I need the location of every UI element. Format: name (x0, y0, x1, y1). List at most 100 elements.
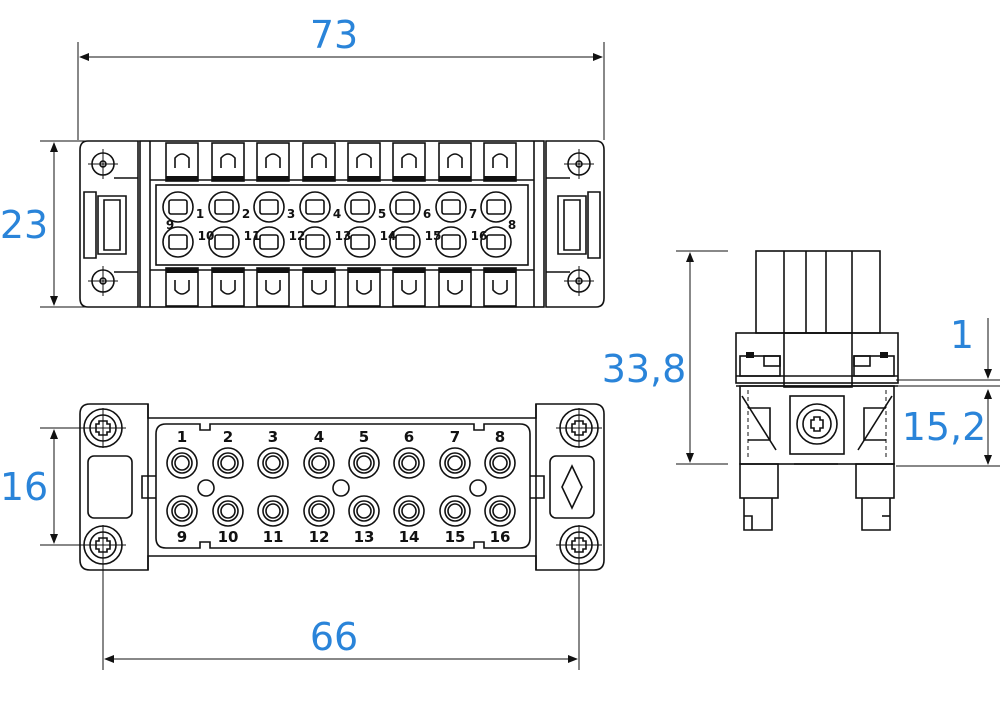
front-contact-8 (484, 447, 516, 479)
front-pin-label: 10 (218, 528, 239, 546)
top-pin-label: 5 (378, 207, 386, 221)
top-contact-15 (435, 226, 467, 258)
terminal-bottom-8 (483, 267, 517, 307)
terminal-top-3 (256, 142, 290, 182)
top-screw-bl (88, 266, 118, 296)
top-pin-label: 8 (508, 218, 516, 232)
top-pin-label: 13 (335, 229, 352, 243)
front-pin-label: 4 (314, 428, 324, 446)
side-screw (796, 403, 838, 445)
terminal-top-1 (165, 142, 199, 182)
top-contact-3 (253, 191, 285, 223)
top-contact-13 (344, 226, 376, 258)
front-pin-label: 9 (177, 528, 187, 546)
dim-side-height: 33,8 (602, 347, 687, 391)
top-pin-label: 15 (425, 229, 442, 243)
front-contact-16 (484, 495, 516, 527)
front-screw-tr (556, 408, 602, 448)
top-contact-10 (208, 226, 240, 258)
top-contact-5 (344, 191, 376, 223)
front-screw-tl (80, 408, 126, 448)
coding-hole (332, 479, 350, 497)
top-body (139, 140, 545, 308)
front-pin-label: 8 (495, 428, 505, 446)
front-contact-4 (303, 447, 335, 479)
front-contacts (166, 447, 516, 527)
top-contact-14 (389, 226, 421, 258)
side-leg-left (739, 463, 779, 499)
terminal-top-5 (347, 142, 381, 182)
front-pin-label: 15 (445, 528, 466, 546)
top-pin-label: 11 (244, 229, 261, 243)
coding-slot-left (87, 455, 133, 519)
terminal-bottom-3 (256, 267, 290, 307)
dim-insert-height: 16 (0, 465, 48, 509)
front-contact-11 (257, 495, 289, 527)
top-contact-9 (162, 226, 194, 258)
front-contact-14 (393, 495, 425, 527)
top-pin-label: 6 (423, 207, 431, 221)
top-contacts (162, 191, 512, 258)
front-pin-label: 13 (354, 528, 375, 546)
top-contact-7 (435, 191, 467, 223)
dim-overall-height: 23 (0, 203, 48, 247)
top-screw-tl (88, 149, 118, 179)
dim-side-gap: 1 (950, 313, 974, 357)
terminal-top-6 (392, 142, 426, 182)
dim-overall-width: 73 (310, 13, 358, 57)
top-contact-6 (389, 191, 421, 223)
front-pin-label: 11 (263, 528, 284, 546)
side-leg-right (855, 463, 895, 499)
front-contact-13 (348, 495, 380, 527)
top-pin-label: 14 (380, 229, 397, 243)
front-contact-15 (439, 495, 471, 527)
terminal-top-4 (302, 142, 336, 182)
front-pin-label: 5 (359, 428, 369, 446)
top-pin-label: 3 (287, 207, 295, 221)
terminal-top-8 (483, 142, 517, 182)
top-pin-label: 12 (289, 229, 306, 243)
top-contact-12 (299, 226, 331, 258)
terminal-bottom-2 (211, 267, 245, 307)
left-flange (79, 140, 139, 308)
top-pin-label: 4 (333, 207, 341, 221)
front-insert-face (155, 423, 531, 549)
terminal-top-7 (438, 142, 472, 182)
front-pin-label: 12 (309, 528, 330, 546)
insert-band (155, 184, 529, 266)
top-contact-16 (480, 226, 512, 258)
dim-side-lower: 15,2 (902, 405, 987, 449)
top-contact-8 (480, 191, 512, 223)
front-contact-6 (393, 447, 425, 479)
front-screw-bl (80, 525, 126, 565)
front-contact-2 (212, 447, 244, 479)
front-contact-9 (166, 495, 198, 527)
front-pin-label: 6 (404, 428, 414, 446)
terminal-bottom-5 (347, 267, 381, 307)
top-contact-4 (299, 191, 331, 223)
front-pin-label: 2 (223, 428, 233, 446)
top-pin-label: 10 (198, 229, 215, 243)
top-screw-tr (564, 149, 594, 179)
front-contact-5 (348, 447, 380, 479)
terminal-bottom-6 (392, 267, 426, 307)
terminal-bottom-4 (302, 267, 336, 307)
front-pin-label: 7 (450, 428, 460, 446)
terminal-bottom-1 (165, 267, 199, 307)
front-pin-label: 16 (490, 528, 511, 546)
front-pin-label: 3 (268, 428, 278, 446)
top-pin-label: 1 (196, 207, 204, 221)
right-flange (545, 140, 605, 308)
front-contact-1 (166, 447, 198, 479)
top-view: 73 23 (0, 13, 605, 308)
terminal-bottom-7 (438, 267, 472, 307)
front-contact-12 (303, 495, 335, 527)
top-terminals (165, 142, 517, 307)
front-view: 16 66 (0, 403, 605, 670)
terminal-top-2 (211, 142, 245, 182)
front-pin-label: 14 (399, 528, 420, 546)
top-pin-label: 2 (242, 207, 250, 221)
front-pin-label: 1 (177, 428, 187, 446)
top-pin-label: 7 (469, 207, 477, 221)
